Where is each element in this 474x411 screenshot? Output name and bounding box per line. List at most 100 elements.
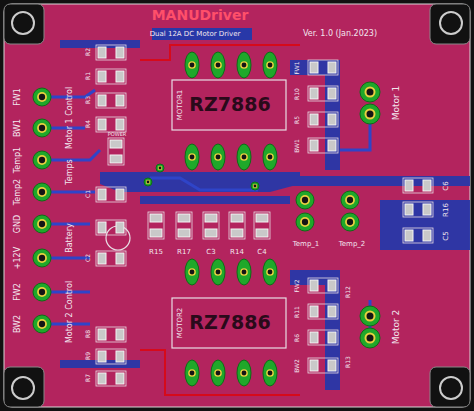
component-outline	[254, 212, 270, 239]
component-outline	[96, 93, 126, 108]
component-outline	[308, 358, 338, 373]
smd-pad	[310, 114, 318, 125]
silkscreen-label: GND	[14, 215, 22, 233]
pad-ring	[37, 92, 47, 102]
pad-ring	[365, 87, 376, 98]
drill-hole	[367, 313, 374, 320]
silkscreen-label: Motor 1	[392, 86, 401, 121]
drill-hole	[39, 289, 45, 295]
silkscreen-label: Battery	[66, 223, 74, 253]
silkscreen-label: R14	[230, 249, 244, 256]
smd-pad	[150, 214, 162, 222]
drill-hole	[39, 221, 45, 227]
drill-hole	[159, 167, 162, 170]
component-outline	[96, 327, 126, 342]
silkscreen-label: FW2	[14, 283, 22, 301]
silkscreen-label: R6	[294, 334, 300, 342]
silkscreen-label: Motor 2	[392, 310, 401, 345]
silkscreen-label: R11	[294, 306, 300, 318]
pad-ring	[37, 219, 47, 229]
smd-pad	[98, 222, 106, 233]
through-hole-pad	[341, 191, 359, 209]
through-hole-pad	[185, 259, 199, 285]
drill-hole	[367, 89, 374, 96]
drill-hole	[190, 371, 195, 376]
silkscreen-label: POWER	[108, 132, 127, 137]
pad-ring	[188, 61, 196, 69]
smd-pad	[328, 306, 336, 317]
through-hole-pad	[263, 52, 277, 78]
smd-pad	[98, 373, 106, 384]
through-hole-pad	[211, 52, 225, 78]
pad-ring	[240, 153, 248, 161]
smd-pad	[310, 140, 318, 151]
through-hole-pad	[211, 144, 225, 170]
silkscreen-label: BW2	[294, 359, 300, 373]
silkscreen-label: R4	[85, 120, 91, 128]
component-outline	[96, 187, 126, 202]
through-hole-pad	[33, 88, 51, 106]
drill-hole	[190, 270, 195, 275]
drill-hole	[268, 63, 273, 68]
drill-hole	[39, 321, 45, 327]
through-hole-pad	[360, 104, 380, 124]
silkscreen-label: C1	[85, 190, 91, 198]
component-outline	[96, 45, 126, 60]
smd-pad	[405, 204, 413, 215]
through-hole-pad	[251, 182, 259, 190]
smd-pad	[310, 306, 318, 317]
drill-hole	[367, 111, 374, 118]
through-hole-pad	[33, 249, 51, 267]
silkscreen-label: C6	[443, 181, 450, 190]
pad-ring	[214, 153, 222, 161]
smd-pad	[328, 114, 336, 125]
silkscreen-label: Dual 12A DC Motor Driver	[150, 31, 241, 38]
smd-pad	[256, 229, 268, 237]
smd-pad	[116, 47, 124, 58]
smd-pad	[231, 229, 243, 237]
silkscreen-label: R8	[85, 330, 91, 338]
smd-pad	[116, 329, 124, 340]
component-outline	[148, 212, 164, 239]
drill-hole	[268, 270, 273, 275]
pad-ring	[266, 268, 274, 276]
pad-ring	[37, 287, 47, 297]
smd-pad	[116, 189, 124, 200]
smd-pad	[116, 222, 124, 233]
pad-ring	[188, 268, 196, 276]
pad-ring	[214, 61, 222, 69]
silkscreen-label: C3	[206, 249, 215, 256]
through-hole-pad	[360, 306, 380, 326]
drill-hole	[190, 63, 195, 68]
smd-pad	[98, 253, 106, 264]
silkscreen-label: FW2	[294, 279, 300, 292]
silkscreen-label: FW1	[14, 88, 22, 106]
drill-hole	[216, 155, 221, 160]
drill-hole	[216, 63, 221, 68]
silkscreen-label: BW1	[14, 119, 22, 137]
through-hole-pad	[33, 283, 51, 301]
drill-hole	[268, 155, 273, 160]
component-outline	[308, 86, 338, 101]
through-hole-pad	[296, 191, 314, 209]
smd-pad	[310, 88, 318, 99]
component-outline	[308, 330, 338, 345]
silkscreen-label: BW1	[294, 139, 300, 153]
component-outline	[403, 202, 433, 217]
component-outline	[308, 112, 338, 127]
through-hole-pad	[156, 164, 164, 172]
pad-ring	[37, 319, 47, 329]
drill-hole	[39, 255, 45, 261]
silkscreen-label: R16	[443, 203, 450, 217]
silkscreen-label: C2	[85, 254, 91, 262]
drill-hole	[302, 219, 308, 225]
drill-hole	[242, 371, 247, 376]
component-outline	[308, 138, 338, 153]
component-outline	[308, 60, 338, 75]
chip-label: RZ7886	[189, 313, 270, 332]
silkscreen-label: R3	[85, 96, 91, 104]
drill-hole	[190, 155, 195, 160]
smd-pad	[328, 62, 336, 73]
pad-ring	[300, 217, 310, 227]
